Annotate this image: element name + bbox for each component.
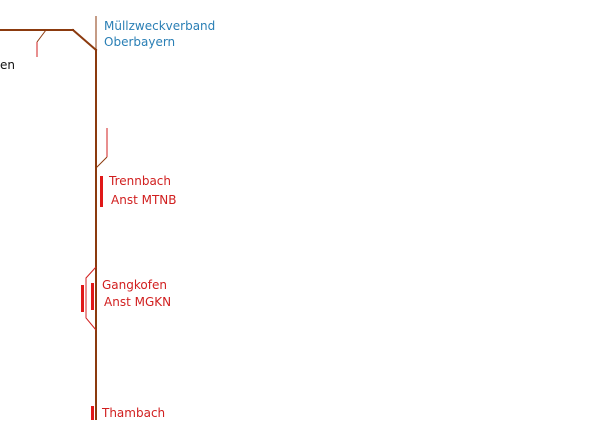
branch-tracks: [36, 16, 108, 331]
gangkofen-label: Gangkofen: [102, 278, 167, 292]
trennbach-platform: [100, 176, 103, 207]
upper-siding-diagonal: [95, 156, 108, 169]
mzv-label-line2: Oberbayern: [104, 35, 176, 49]
left-siding-diagonal: [36, 29, 47, 43]
thambach-platform: [91, 406, 94, 420]
curve-to-mainline: [71, 28, 98, 52]
mgkn-label: Anst MGKN: [104, 295, 172, 309]
gangkofen-platform-west: [81, 285, 84, 312]
gangkofen-platform-east: [91, 283, 94, 310]
mtnb-label: Anst MTNB: [111, 193, 177, 207]
gangkofen-passing-loop: [85, 266, 97, 331]
station-platforms: [81, 176, 103, 420]
left-cut-label: en: [0, 58, 15, 72]
main-track: [0, 28, 98, 420]
mzv-label-line1: Müllzweckverband: [104, 19, 216, 33]
thambach-label: Thambach: [102, 406, 166, 420]
trennbach-label: Trennbach: [109, 174, 172, 188]
